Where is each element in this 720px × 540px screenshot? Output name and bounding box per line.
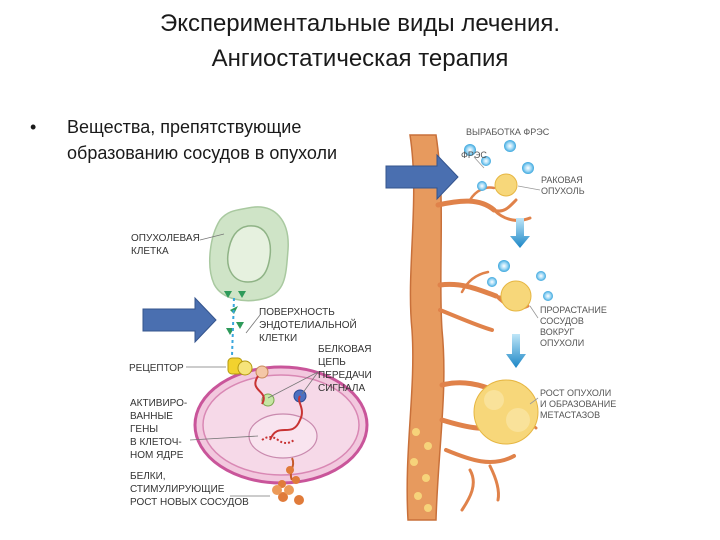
label-sprouting-1: ПРОРАСТАНИЕ <box>540 305 607 315</box>
label-tumor-cell-2: КЛЕТКА <box>131 246 169 257</box>
tumor-medium <box>500 280 532 312</box>
label-surface-2: ЭНДОТЕЛИАЛЬНОЙ <box>259 318 357 331</box>
bullet-marker: • <box>30 117 37 137</box>
label-fres-production: ВЫРАБОТКА ФРЭС <box>466 127 550 137</box>
label-genes-1: АКТИВИРО- <box>130 398 187 409</box>
slide-title: Экспериментальные виды лечения. Ангиоста… <box>60 6 660 76</box>
label-receptor: РЕЦЕПТОР <box>129 363 184 374</box>
label-proteins-1: БЕЛКИ, <box>130 471 166 482</box>
label-proteins-3: РОСТ НОВЫХ СОСУДОВ <box>130 497 249 508</box>
label-genes-4: В КЛЕТОЧ- <box>130 437 182 448</box>
main-vessel <box>406 134 445 521</box>
label-genes-3: ГЕНЫ <box>130 424 158 435</box>
label-genes-5: НОМ ЯДРЕ <box>130 450 184 461</box>
highlight-arrow-left <box>142 296 217 344</box>
growth-factor-markers <box>224 291 246 335</box>
label-protein-chain-2: ЦЕПЬ <box>318 357 346 368</box>
progression-arrow-2 <box>506 334 526 368</box>
receptor <box>227 357 253 376</box>
cell-nucleus <box>248 413 318 459</box>
label-fres: ФРЭС <box>461 150 487 160</box>
progression-arrow-1 <box>510 218 530 248</box>
label-growth-2: И ОБРАЗОВАНИЕ <box>540 399 616 409</box>
label-sprouting-4: ОПУХОЛИ <box>540 338 584 348</box>
label-sprouting-2: СОСУДОВ <box>540 316 584 326</box>
vessel-branches-top <box>435 186 532 222</box>
label-genes-2: ВАННЫЕ <box>130 411 173 422</box>
title-line-2: Ангиостатическая терапия <box>211 45 509 72</box>
title-line-1: Экспериментальные виды лечения. <box>159 10 561 37</box>
tumor-small <box>494 173 518 197</box>
endothelial-signaling-diagram: ОПУХОЛЕВАЯ КЛЕТКА ПОВЕРХНОСТЬ ЭНДОТЕЛИАЛ… <box>129 206 372 508</box>
secreted-proteins <box>272 485 304 505</box>
tumor-large <box>473 379 539 445</box>
label-protein-chain-4: СИГНАЛА <box>318 383 365 394</box>
highlight-arrow-right <box>385 153 459 201</box>
label-growth-3: МЕТАСТАЗОВ <box>540 410 600 420</box>
tumor-cell-nucleus <box>226 225 272 283</box>
label-cancer-1: РАКОВАЯ <box>541 175 583 185</box>
label-protein-chain-3: ПЕРЕДАЧИ <box>318 370 372 381</box>
label-cancer-2: ОПУХОЛЬ <box>541 186 585 196</box>
label-tumor-cell-1: ОПУХОЛЕВАЯ <box>131 233 200 244</box>
bullet-text: Вещества, препятствующие образованию сос… <box>67 117 338 163</box>
label-surface-3: КЛЕТКИ <box>259 333 297 344</box>
label-growth-1: РОСТ ОПУХОЛИ <box>540 388 611 398</box>
tumor-angiogenesis-diagram: ВЫРАБОТКА ФРЭС ФРЭС РАКОВАЯ ОПУХОЛЬ ПРОР… <box>385 127 616 521</box>
label-proteins-2: СТИМУЛИРУЮЩИЕ <box>130 484 225 495</box>
label-sprouting-3: ВОКРУГ <box>540 327 574 337</box>
fres-particles <box>464 140 553 301</box>
label-protein-chain-1: БЕЛКОВАЯ <box>318 344 372 355</box>
label-surface-1: ПОВЕРХНОСТЬ <box>259 307 335 318</box>
